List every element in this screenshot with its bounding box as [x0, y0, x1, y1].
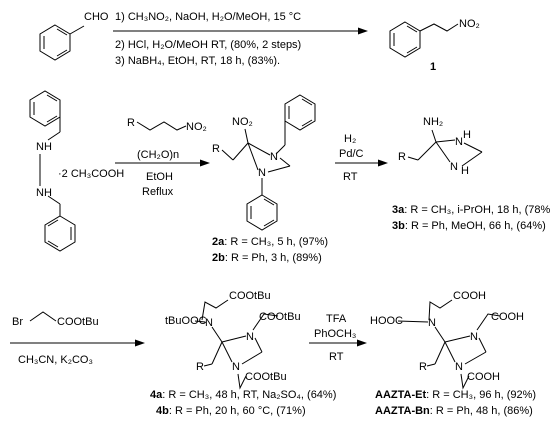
compound-2b-caption: 2b: R = Ph, 3 h, (89%) [212, 252, 322, 264]
step4-arrow [10, 339, 145, 347]
nh-atom-top: NH [36, 141, 52, 153]
acid-group-bottom: COOH [467, 371, 500, 383]
compound-4a-caption: 4a: R = CH₃, 48 h, RT, Na₂SO₄, (64%) [150, 389, 336, 401]
step1-condition-3: 3) NaBH₄, EtOH, RT, 18 h, (83%). [115, 55, 280, 67]
compound-2b-conditions: : R = Ph, 3 h, (89%) [225, 252, 322, 264]
compound-3a-caption: 3a: R = CH₃, i-PrOH, 18 h, (78%) [392, 204, 550, 216]
compound-3a-conditions: : R = CH₃, i-PrOH, 18 h, (78%) [404, 204, 550, 216]
step3-condition-rt: RT [343, 171, 358, 183]
compound-3-n-top: N [455, 136, 463, 148]
aazta-n-top: N [470, 331, 478, 343]
compound-1-label: 1 [430, 61, 436, 73]
aazta-et-label: AAZTA-Et [375, 389, 426, 401]
ester-group-right: COOtBu [259, 311, 301, 323]
compound-3-h-bottom: H [461, 165, 469, 177]
compound-4b-label: 4b [156, 405, 169, 417]
compound-2-n-top: N [270, 151, 278, 163]
ester-group-left: tBuOOC [165, 315, 207, 327]
aazta-bn-caption: AAZTA-Bn: R = Ph, 48 h, (86%) [375, 405, 533, 417]
acid-group-top: COOH [453, 290, 486, 302]
acid-group-left: HOOC [370, 315, 403, 327]
step2-condition-reflux: Reflux [142, 186, 174, 198]
compound-3b-label: 3b [392, 220, 405, 232]
aazta-et-caption: AAZTA-Et: R = CH₃, 96 h, (92%) [375, 389, 536, 401]
step5-arrow [309, 339, 367, 347]
compound-3-h-top: H [463, 129, 471, 141]
ester-group-top: COOtBu [229, 290, 271, 302]
compound-3-n-bottom: N [450, 161, 458, 173]
compound-4-n-bottom: N [232, 361, 240, 373]
compound-3-structure: NH₂ N H N H R [398, 116, 483, 177]
aazta-structure: COOH HOOC N N N COOH R COOH [370, 290, 524, 390]
compound-3b-conditions: : R = Ph, MeOH, 66 h, (64%) [405, 220, 546, 232]
bromoacetate-reagent: Br COOtBu [12, 311, 99, 328]
compound-4-r-label: R [196, 361, 204, 373]
step5-condition-tfa: TFA [326, 313, 347, 325]
compound-2-n-bottom: N [258, 167, 266, 179]
nitroalkane-reagent: R NO₂ [127, 117, 207, 133]
acid-group-right: COOH [491, 311, 524, 323]
acetic-acid-salt-label: ·2 CH₃COOH [58, 168, 124, 180]
compound-3b-caption: 3b: R = Ph, MeOH, 66 h, (64%) [392, 220, 546, 232]
reagent-ester-label: COOtBu [57, 316, 99, 328]
compound-2b-label: 2b [212, 252, 225, 264]
aazta-bn-label: AAZTA-Bn [375, 405, 430, 417]
compound-4-n-top: N [246, 331, 254, 343]
aazta-r-label: R [419, 361, 427, 373]
step1-condition-1: 1) CH₃NO₂, NaOH, H₂O/MeOH, 15 °C [115, 11, 301, 23]
benzaldehyde-structure: CHO [39, 11, 109, 61]
step3-condition-h2: H₂ [344, 133, 356, 145]
compound-4a-label: 4a [150, 389, 163, 401]
compound-2-nitro-label: NO₂ [232, 116, 253, 128]
step3-arrow [335, 159, 388, 167]
step5-condition-rt: RT [329, 351, 344, 363]
aazta-n-bottom: N [455, 361, 463, 373]
compound-2a-caption: 2a: R = CH₃, 5 h, (97%) [212, 236, 328, 248]
reagent-bromo-label: Br [12, 316, 23, 328]
step5-condition-anisole: PhOCH₃ [314, 328, 356, 340]
compound-2-r-label: R [212, 143, 220, 155]
aazta-et-conditions: : R = CH₃, 96 h, (92%) [426, 389, 536, 401]
nitro-group-label: NO₂ [459, 18, 480, 30]
step2-arrow [115, 159, 210, 167]
compound-2a-label: 2a [212, 236, 225, 248]
step1-condition-2: 2) HCl, H₂O/MeOH RT, (80%, 2 steps) [115, 39, 301, 51]
compound-4a-conditions: : R = CH₃, 48 h, RT, Na₂SO₄, (64%) [162, 389, 336, 401]
compound-4-structure: COOtBu tBuOOC N N N COOtBu R COOtBu [165, 290, 301, 390]
dibenzylethylenediamine-structure: NH NH ·2 CH₃COOH [29, 90, 124, 252]
compound-4b-conditions: : R = Ph, 20 h, 60 °C, (71%) [169, 405, 306, 417]
step2-condition-formaldehyde: (CH₂O)n [137, 149, 179, 161]
step3-condition-catalyst: Pd/C [339, 148, 364, 160]
compound-4-n-left: N [205, 317, 213, 329]
aazta-n-left: N [428, 317, 436, 329]
compound-2-structure: NO₂ N N R [212, 94, 316, 231]
compound-4b-caption: 4b: R = Ph, 20 h, 60 °C, (71%) [156, 405, 306, 417]
step2-condition-solvent: EtOH [146, 171, 173, 183]
compound-3-amine-label: NH₂ [423, 116, 443, 128]
ester-group-bottom: COOtBu [245, 371, 287, 383]
step4-condition-base: CH₃CN, K₂CO₃ [18, 354, 93, 366]
nh-atom-bottom: NH [36, 187, 52, 199]
aazta-bn-conditions: : R = Ph, 48 h, (86%) [430, 405, 533, 417]
reagent-r-label: R [127, 117, 135, 129]
nitroethylbenzene-structure: NO₂ 1 [389, 18, 480, 73]
reagent-nitro-label: NO₂ [186, 121, 207, 133]
compound-2a-conditions: : R = CH₃, 5 h, (97%) [224, 236, 328, 248]
step1-arrow [113, 27, 368, 35]
compound-3a-label: 3a [392, 204, 405, 216]
compound-3-r-label: R [398, 151, 406, 163]
aldehyde-group-label: CHO [84, 11, 109, 23]
